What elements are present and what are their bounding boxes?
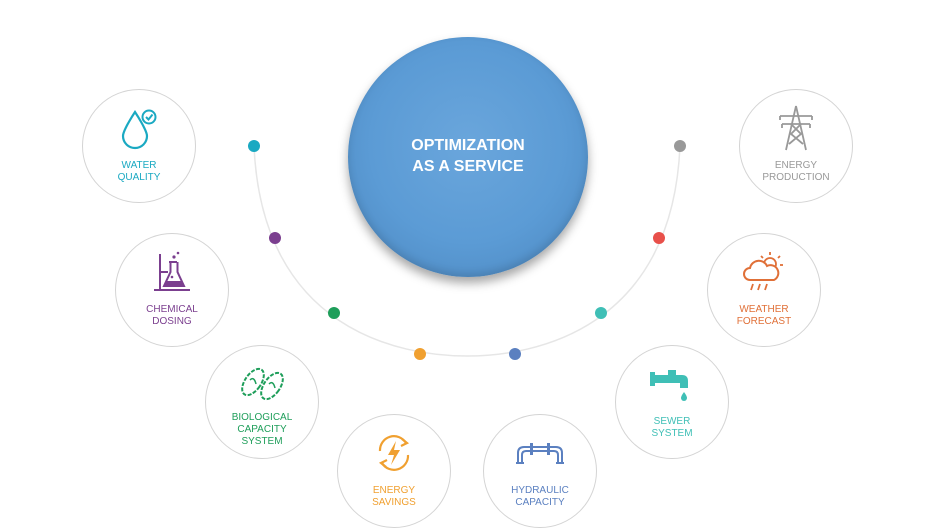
connector-dot bbox=[595, 307, 607, 319]
node-weather-forecast: WEATHER FORECAST bbox=[707, 233, 821, 347]
node-label: HYDRAULIC CAPACITY bbox=[511, 485, 569, 508]
node-label: ENERGY PRODUCTION bbox=[762, 160, 830, 183]
node-water-quality: WATER QUALITY bbox=[82, 89, 196, 203]
center-circle: OPTIMIZATION AS A SERVICE bbox=[348, 37, 588, 277]
energy-cycle-icon bbox=[378, 435, 410, 471]
node-label: ENERGY SAVINGS bbox=[372, 485, 416, 508]
faucet-pipe-icon bbox=[650, 370, 688, 401]
node-sewer-system: SEWER SYSTEM bbox=[615, 345, 729, 459]
node-label: WEATHER FORECAST bbox=[736, 304, 792, 327]
node-energy-production: ENERGY PRODUCTION bbox=[739, 89, 853, 203]
weather-cloud-icon bbox=[743, 252, 783, 291]
node-label: SEWER SYSTEM bbox=[651, 416, 693, 439]
node-label: WATER QUALITY bbox=[117, 160, 161, 183]
water-drop-check-icon bbox=[121, 109, 157, 150]
center-title: OPTIMIZATION AS A SERVICE bbox=[411, 137, 525, 175]
connector-dot bbox=[328, 307, 340, 319]
node-label: BIOLOGICAL CAPACITY SYSTEM bbox=[231, 412, 293, 447]
node-hydraulic-capacity: HYDRAULIC CAPACITY bbox=[483, 414, 597, 528]
connector-dot bbox=[674, 140, 686, 152]
connector-dot bbox=[414, 348, 426, 360]
connector-dot bbox=[248, 140, 260, 152]
flask-icon bbox=[154, 251, 190, 291]
node-energy-savings: ENERGY SAVINGS bbox=[337, 414, 451, 528]
connector-dot bbox=[509, 348, 521, 360]
bacteria-icon bbox=[241, 367, 284, 401]
connector-dot bbox=[653, 232, 665, 244]
node-biological-capacity-system: BIOLOGICAL CAPACITY SYSTEM bbox=[205, 345, 319, 459]
power-tower-icon bbox=[779, 105, 813, 151]
node-label: CHEMICAL DOSING bbox=[146, 304, 198, 327]
node-chemical-dosing: CHEMICAL DOSING bbox=[115, 233, 229, 347]
connector-dot bbox=[269, 232, 281, 244]
pipe-icon bbox=[516, 443, 564, 464]
